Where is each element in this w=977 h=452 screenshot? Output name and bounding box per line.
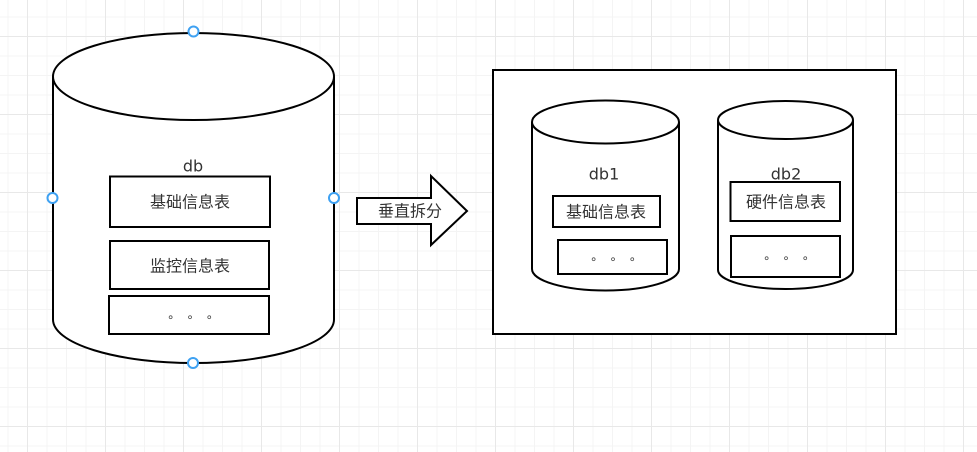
source-db-cylinder[interactable]: db 基础信息表 监控信息表 ∘ ∘ ∘ [46,25,340,369]
table-box-ellipsis-label: ∘ ∘ ∘ [167,310,217,324]
db1-table-box-ellipsis[interactable]: ∘ ∘ ∘ [557,239,668,275]
db2-cylinder[interactable]: db2 硬件信息表 ∘ ∘ ∘ [717,100,854,290]
db2-label: db2 [771,165,802,184]
table-box-monitor-info-label: 监控信息表 [150,257,230,276]
db1-table-box-ellipsis-label: ∘ ∘ ∘ [590,252,640,266]
connection-handle-left[interactable] [46,192,59,204]
vertical-split-arrow[interactable]: 垂直拆分 [356,173,469,248]
db1-table-box-basic-info-label: 基础信息表 [566,203,646,222]
db2-table-box-ellipsis[interactable]: ∘ ∘ ∘ [730,235,841,278]
db1-cylinder[interactable]: db1 基础信息表 ∘ ∘ ∘ [531,99,680,292]
connection-handle-bottom[interactable] [187,357,199,369]
vertical-split-arrow-label: 垂直拆分 [378,202,442,221]
result-group-container[interactable]: db1 基础信息表 ∘ ∘ ∘ db2 硬件信息表 [492,69,897,335]
db2-table-box-hardware-info-label: 硬件信息表 [746,193,826,212]
db2-table-box-ellipsis-label: ∘ ∘ ∘ [763,251,813,265]
block-arrow-right-icon[interactable] [356,173,469,248]
table-box-basic-info[interactable]: 基础信息表 [109,175,271,228]
table-box-ellipsis[interactable]: ∘ ∘ ∘ [108,295,270,335]
cylinder-rim [531,121,680,145]
db2-table-box-hardware-info[interactable]: 硬件信息表 [729,181,841,222]
db1-label: db1 [589,165,620,184]
table-box-basic-info-label: 基础信息表 [150,193,230,212]
db1-table-box-basic-info[interactable]: 基础信息表 [552,195,661,228]
cylinder-rim [717,119,854,140]
connection-handle-top[interactable] [187,25,200,38]
table-box-monitor-info[interactable]: 监控信息表 [109,240,270,290]
connection-handle-right[interactable] [328,192,340,204]
source-db-label: db [183,157,203,176]
cylinder-rim [52,76,335,121]
